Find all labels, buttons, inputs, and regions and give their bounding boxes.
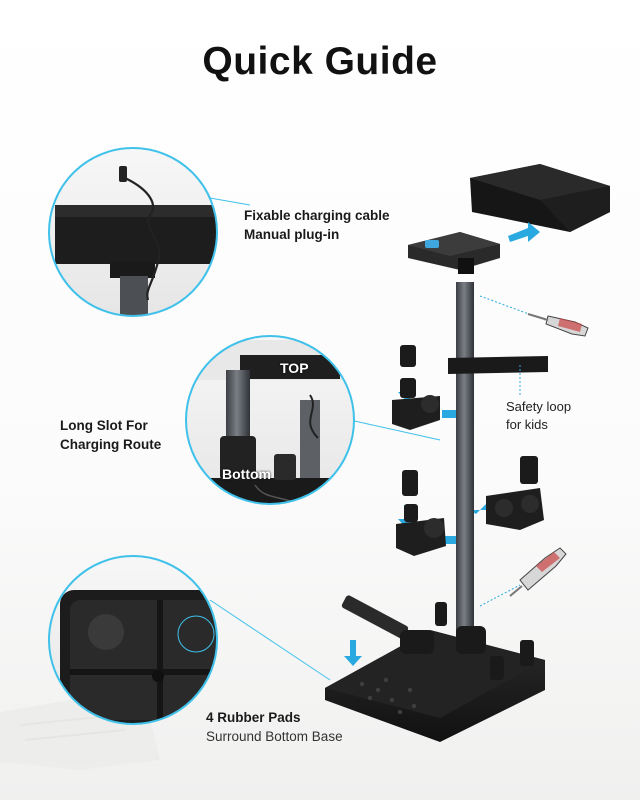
- callout-safety-line2: for kids: [506, 417, 548, 432]
- callout-cable: Fixable charging cable Manual plug-in: [244, 206, 390, 244]
- callout-safety: Safety loop for kids: [506, 398, 571, 434]
- holder-left-mid: [396, 470, 446, 556]
- center-pole: [456, 282, 474, 642]
- callout-pads-line2: Surround Bottom Base: [206, 729, 343, 744]
- screwdriver-icon: [479, 295, 589, 337]
- callout-safety-line1: Safety loop: [506, 399, 572, 414]
- charger-head: [408, 232, 500, 274]
- holder-right: [486, 456, 544, 530]
- slot-bottom-label: Bottom: [222, 466, 271, 482]
- connector-line: [209, 599, 331, 681]
- zoom-circle-slot: [185, 335, 355, 505]
- slot-top-label: TOP: [280, 360, 309, 376]
- callout-cable-line2: Manual plug-in: [244, 227, 340, 242]
- zoom-circle-pads: [48, 555, 218, 725]
- callout-pads-line1: 4 Rubber Pads: [206, 710, 301, 725]
- top-tray: [470, 164, 610, 232]
- callout-slot: Long Slot For Charging Route: [60, 416, 161, 454]
- page-title: Quick Guide: [202, 40, 438, 83]
- connector-line: [209, 197, 251, 206]
- callout-slot-line1: Long Slot For: [60, 418, 148, 433]
- safety-strap: [448, 356, 548, 374]
- callout-cable-line1: Fixable charging cable: [244, 208, 390, 223]
- zoom-circle-cable: [48, 147, 218, 317]
- callout-slot-line2: Charging Route: [60, 437, 162, 452]
- screwdriver-icon: [479, 547, 567, 607]
- connector-line: [349, 419, 441, 441]
- holder-left-top: [392, 345, 440, 430]
- callout-pads: 4 Rubber Pads Surround Bottom Base: [206, 708, 343, 746]
- bottom-base: [325, 595, 545, 742]
- assembly-arrows: [344, 222, 540, 702]
